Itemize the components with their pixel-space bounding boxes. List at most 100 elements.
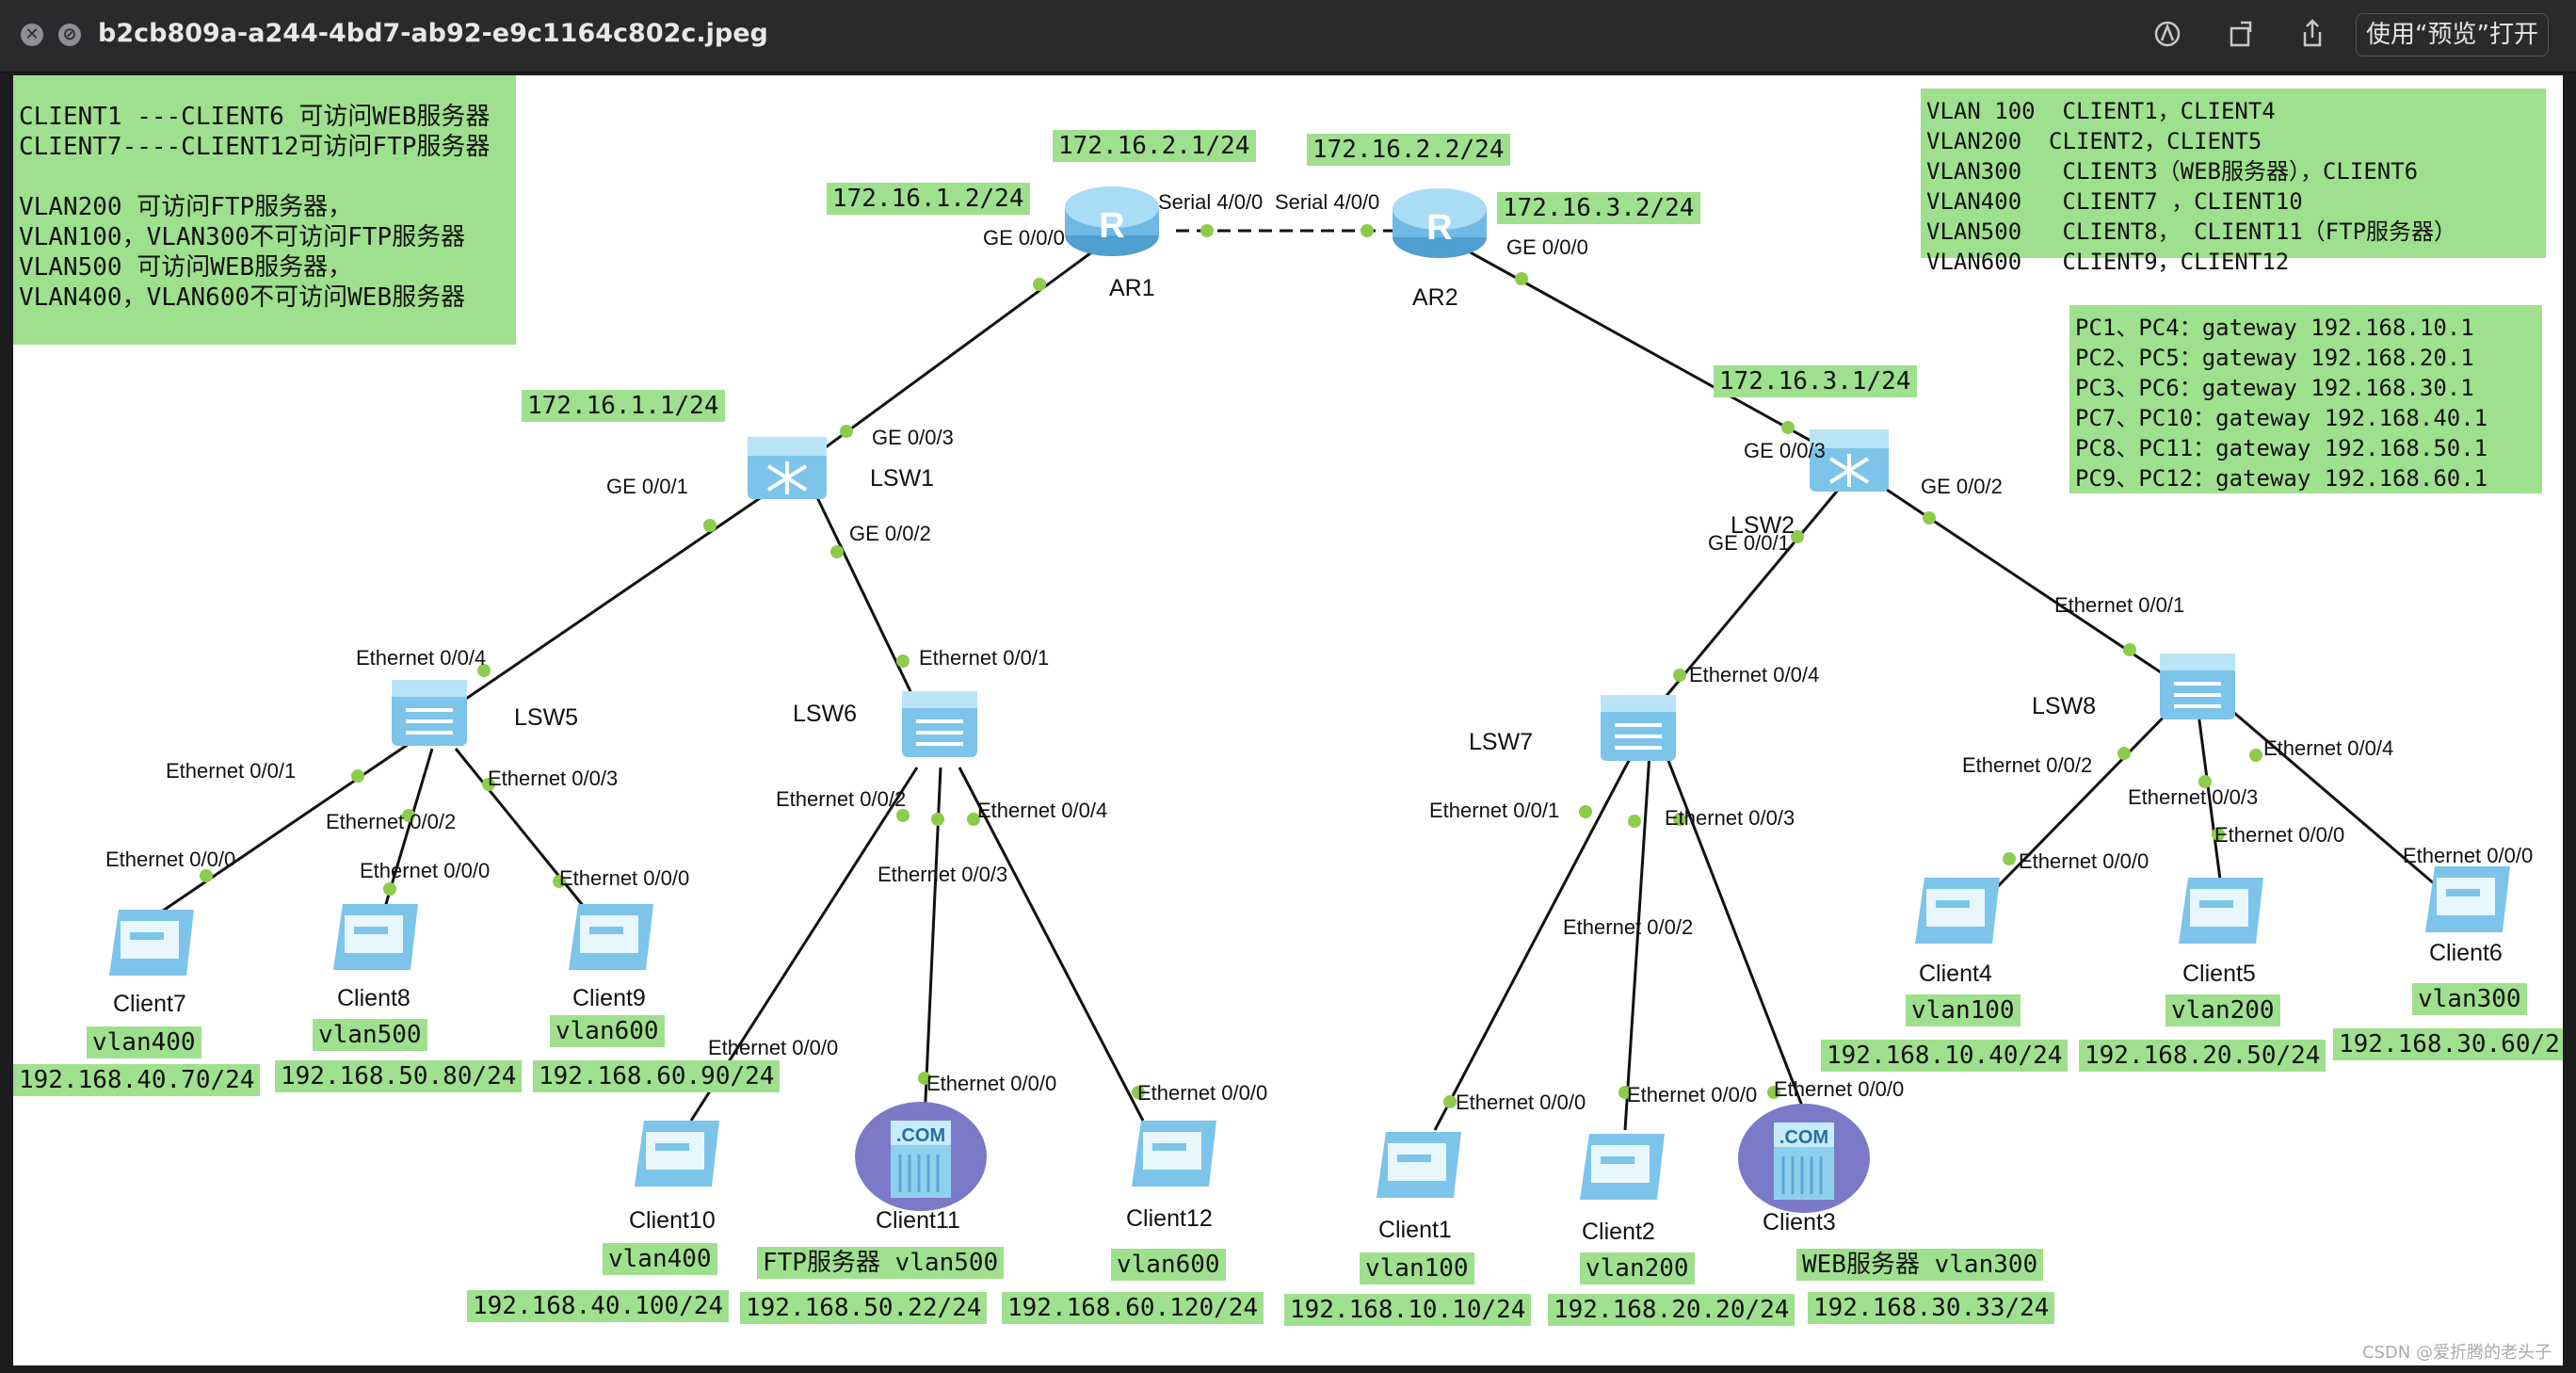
- server-badge: .COM: [896, 1125, 945, 1146]
- port-label: GE 0/0/3: [1744, 439, 1826, 462]
- port-label: Ethernet 0/0/0: [2019, 849, 2149, 873]
- lsw2-ge-ip: 172.16.3.1/24: [1714, 365, 1917, 397]
- link-lsw2-lsw8: [1872, 478, 2170, 680]
- client3-ip: 192.168.30.33/24: [1808, 1292, 2055, 1324]
- client12-ip: 192.168.60.120/24: [1002, 1292, 1264, 1324]
- port-label: Ethernet 0/0/3: [2128, 785, 2259, 809]
- port-label: GE 0/0/1: [606, 475, 688, 498]
- client9-vlan: vlan600: [550, 1015, 665, 1047]
- port-label: Ethernet 0/0/3: [877, 863, 1008, 886]
- link-lsw5-client7: [144, 742, 410, 925]
- vlan-notes: VLAN 100 CLIENT1，CLIENT4 VLAN200 CLIENT2…: [1921, 89, 2546, 275]
- client8-label: Client8: [337, 985, 411, 1011]
- switch-lsw6-icon[interactable]: [893, 682, 987, 767]
- client1-vlan: vlan100: [1360, 1252, 1474, 1284]
- client4-ip: 192.168.10.40/24: [1821, 1040, 2069, 1072]
- client1-pc-icon[interactable]: [1367, 1123, 1471, 1209]
- port-label: Ethernet 0/0/1: [1429, 799, 1560, 822]
- client12-label: Client12: [1126, 1205, 1213, 1232]
- client9-label: Client9: [572, 985, 646, 1011]
- port-label: Serial 4/0/0: [1158, 190, 1264, 214]
- port-label: Serial 4/0/0: [1275, 190, 1380, 214]
- client3-vlan: WEB服务器 vlan300: [1796, 1249, 2044, 1281]
- port-label: Ethernet 0/0/0: [1627, 1083, 1758, 1106]
- server-badge: .COM: [1779, 1127, 1828, 1148]
- router-ar1-icon[interactable]: R: [1060, 179, 1164, 264]
- client5-label: Client5: [2182, 961, 2256, 987]
- port-label: Ethernet 0/0/0: [1137, 1081, 1268, 1105]
- info-icon[interactable]: ⊘: [58, 24, 81, 46]
- lsw8-label: LSW8: [2032, 693, 2097, 719]
- client6-pc-icon[interactable]: [2416, 857, 2520, 944]
- switch-lsw7-icon[interactable]: [1591, 686, 1685, 770]
- port-label: Ethernet 0/0/4: [2263, 736, 2394, 760]
- access-notes: CLIENT1 ---CLIENT6 可访问WEB服务器 CLIENT7----…: [13, 75, 516, 345]
- client1-ip: 192.168.10.10/24: [1284, 1294, 1532, 1326]
- router-ar2-icon[interactable]: R: [1388, 181, 1491, 266]
- port-label: Ethernet 0/0/0: [1774, 1077, 1905, 1101]
- client12-pc-icon[interactable]: [1122, 1111, 1226, 1198]
- port-label: Ethernet 0/0/4: [356, 646, 487, 670]
- client7-pc-icon[interactable]: [100, 900, 203, 987]
- port-label: Ethernet 0/0/2: [776, 787, 907, 811]
- port-label: Ethernet 0/0/0: [105, 848, 236, 871]
- client7-label: Client7: [113, 991, 186, 1017]
- markup-icon[interactable]: [2149, 15, 2186, 53]
- client9-pc-icon[interactable]: [559, 895, 663, 981]
- port-label: Ethernet 0/0/1: [919, 646, 1050, 670]
- gateway-notes: PC1、PC4：gateway 192.168.10.1 PC2、PC5：gat…: [2069, 305, 2542, 493]
- port-label: Ethernet 0/0/0: [360, 859, 491, 882]
- port-label: Ethernet 0/0/0: [1456, 1090, 1586, 1114]
- link-lsw6-client12: [958, 767, 1145, 1122]
- lsw7-label: LSW7: [1469, 729, 1534, 755]
- ar2-label: AR2: [1412, 284, 1458, 311]
- client11-label: Client11: [876, 1207, 960, 1234]
- client10-ip: 192.168.40.100/24: [467, 1290, 730, 1322]
- ar1-ge-ip: 172.16.1.2/24: [827, 183, 1030, 215]
- port-label: GE 0/0/2: [1921, 475, 2003, 498]
- client6-label: Client6: [2429, 940, 2503, 966]
- switch-lsw1-icon[interactable]: [740, 424, 834, 509]
- port-label: Ethernet 0/0/0: [708, 1036, 839, 1059]
- share-icon[interactable]: [2294, 15, 2331, 53]
- link-lsw7-client2: [1623, 752, 1651, 1131]
- port-label: GE 0/0/3: [872, 426, 954, 449]
- client2-pc-icon[interactable]: [1570, 1124, 1674, 1211]
- window-titlebar: ✕ ⊘ b2cb809a-a244-4bd7-ab92-e9c1164c802c…: [0, 0, 2576, 73]
- switch-lsw2-icon[interactable]: [1802, 416, 1896, 501]
- port-label: Ethernet 0/0/0: [926, 1072, 1057, 1095]
- client11-vlan: FTP服务器 vlan500: [757, 1247, 1005, 1279]
- client4-pc-icon[interactable]: [1906, 868, 2009, 955]
- client5-vlan: vlan200: [2165, 994, 2280, 1026]
- client7-vlan: vlan400: [87, 1026, 201, 1058]
- close-icon[interactable]: ✕: [21, 24, 43, 46]
- client8-ip: 192.168.50.80/24: [275, 1060, 523, 1092]
- ar1-serial-ip: 172.16.2.1/24: [1053, 130, 1256, 162]
- client11-ftp-server-icon[interactable]: .COM: [851, 1100, 990, 1213]
- client8-pc-icon[interactable]: [324, 895, 427, 981]
- switch-lsw5-icon[interactable]: [382, 670, 476, 755]
- client10-label: Client10: [629, 1207, 716, 1234]
- rotate-icon[interactable]: [2222, 15, 2260, 53]
- port-label: GE 0/0/1: [1708, 531, 1790, 555]
- client4-vlan: vlan100: [1906, 994, 2021, 1026]
- ar2-serial-ip: 172.16.2.2/24: [1307, 134, 1510, 166]
- lsw1-ge-ip: 172.16.1.1/24: [522, 390, 725, 422]
- lsw6-label: LSW6: [793, 701, 858, 727]
- svg-text:R: R: [1426, 208, 1452, 248]
- client10-vlan: vlan400: [603, 1243, 717, 1275]
- port-label: Ethernet 0/0/1: [166, 759, 297, 783]
- ar1-label: AR1: [1109, 275, 1155, 301]
- client3-web-server-icon[interactable]: .COM: [1734, 1102, 1874, 1215]
- link-lsw5-client9: [454, 748, 599, 924]
- client5-pc-icon[interactable]: [2169, 868, 2273, 955]
- port-label: Ethernet 0/0/0: [559, 866, 690, 890]
- client10-pc-icon[interactable]: [625, 1111, 729, 1198]
- open-with-preview-button[interactable]: 使用“预览”打开: [2356, 13, 2549, 57]
- client12-vlan: vlan600: [1111, 1249, 1226, 1281]
- watermark: CSDN @爱折腾的老头子: [2361, 1343, 2552, 1363]
- link-lsw1-lsw5: [427, 480, 784, 727]
- port-label: Ethernet 0/0/2: [1563, 915, 1694, 939]
- switch-lsw8-icon[interactable]: [2150, 644, 2245, 729]
- lsw1-label: LSW1: [870, 465, 935, 492]
